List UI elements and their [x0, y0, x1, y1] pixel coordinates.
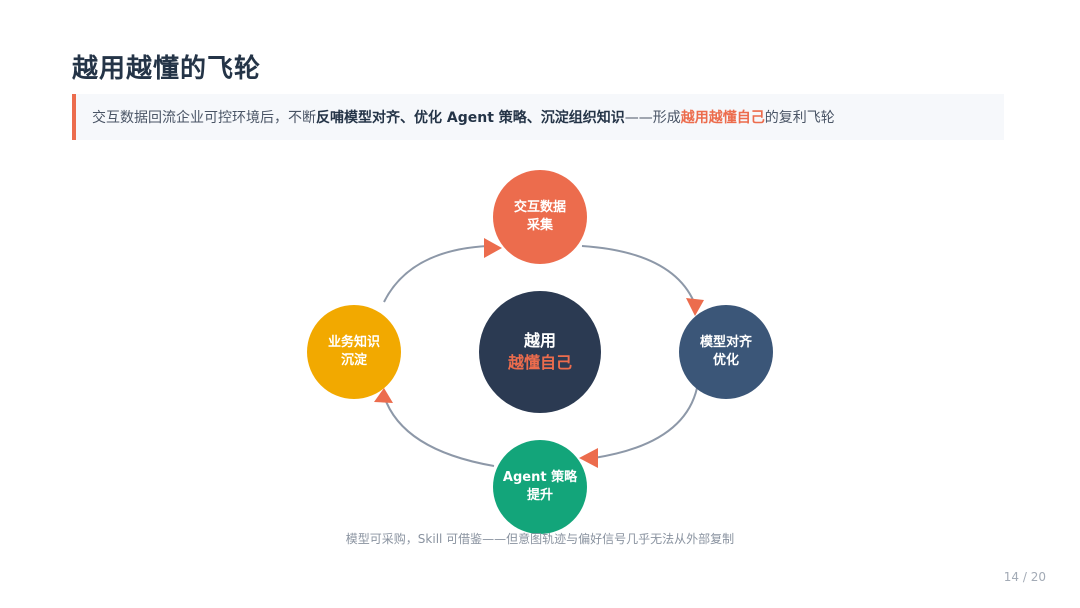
node-data-collection: 交互数据 采集 — [493, 170, 587, 264]
node-business-knowledge-line1: 业务知识 — [327, 335, 380, 350]
arrow-align-to-strategy — [579, 448, 598, 468]
callout-prefix: 交互数据回流企业可控环境后，不断 — [92, 110, 316, 126]
arrow-knowledge-to-collect — [484, 238, 502, 258]
node-agent-strategy: Agent 策略 提升 — [493, 440, 587, 534]
callout-suffix: 的复利飞轮 — [764, 110, 835, 126]
arc-strategy-to-knowledge — [383, 395, 495, 467]
flywheel-center: 越用 越懂自己 — [479, 291, 601, 413]
diagram-caption: 模型可采购，Skill 可借鉴——但意图轨迹与偏好信号几乎无法从外部复制 — [345, 532, 735, 546]
center-line1: 越用 — [523, 331, 556, 350]
page-title: 越用越懂的飞轮 — [72, 54, 262, 84]
arrow-strategy-to-knowledge — [374, 388, 393, 403]
node-model-alignment: 模型对齐 优化 — [679, 305, 773, 399]
callout-highlight: 越用越懂自己 — [680, 110, 765, 126]
node-model-alignment-line2: 优化 — [712, 353, 739, 368]
callout-middle: ——形成 — [624, 110, 681, 126]
arc-collect-to-align — [581, 245, 695, 303]
node-data-collection-line1: 交互数据 — [513, 200, 566, 215]
node-business-knowledge-line2: 沉淀 — [340, 353, 367, 368]
center-line2: 越懂自己 — [507, 353, 572, 372]
callout-banner: 交互数据回流企业可控环境后，不断反哺模型对齐、优化 Agent 策略、沉淀组织知… — [72, 94, 1004, 140]
node-agent-strategy-line1: Agent 策略 — [502, 470, 578, 485]
node-agent-strategy-line2: 提升 — [526, 488, 553, 503]
callout-bold: 反哺模型对齐、优化 Agent 策略、沉淀组织知识 — [316, 110, 625, 126]
arrow-collect-to-align — [686, 298, 704, 316]
arc-align-to-strategy — [593, 387, 698, 459]
node-data-collection-line2: 采集 — [526, 218, 553, 233]
page-number: 14 / 20 — [1003, 570, 1046, 584]
node-business-knowledge: 业务知识 沉淀 — [307, 305, 401, 399]
arc-knowledge-to-collect — [383, 245, 489, 303]
node-model-alignment-line1: 模型对齐 — [699, 335, 752, 350]
